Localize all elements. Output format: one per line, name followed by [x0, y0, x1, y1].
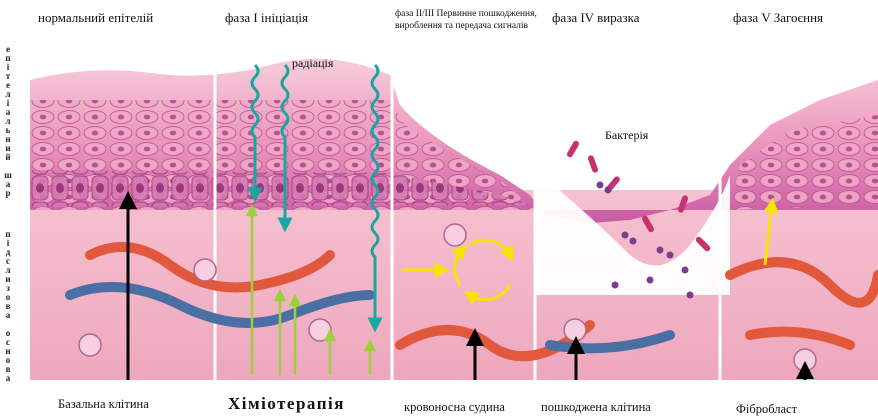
radiation-label: радіація [292, 56, 333, 71]
chemotherapy-label: Хіміотерапія [228, 394, 345, 414]
phase-header-ulcer: фаза IV виразка [552, 10, 639, 26]
fibroblast-label: Фібробласт [736, 402, 797, 417]
mucositis-illustration [30, 45, 878, 380]
damaged-cell-label: пошкоджена клітина [541, 400, 651, 415]
basal-cell-label: Базальна клітина [58, 397, 149, 412]
phase-header-initiation: фаза I ініціація [225, 10, 308, 26]
phase-header-normal: нормальний епітелій [38, 10, 153, 26]
phase-header-healing: фаза V Загоєння [733, 10, 823, 26]
phase-header-damage: фаза II/III Первинне пошкодження, виробл… [395, 8, 545, 32]
blood-vessel-label: кровоносна судина [404, 400, 505, 415]
submucosa-tissue [30, 190, 878, 380]
bacteria-label: Бактерія [605, 128, 648, 143]
